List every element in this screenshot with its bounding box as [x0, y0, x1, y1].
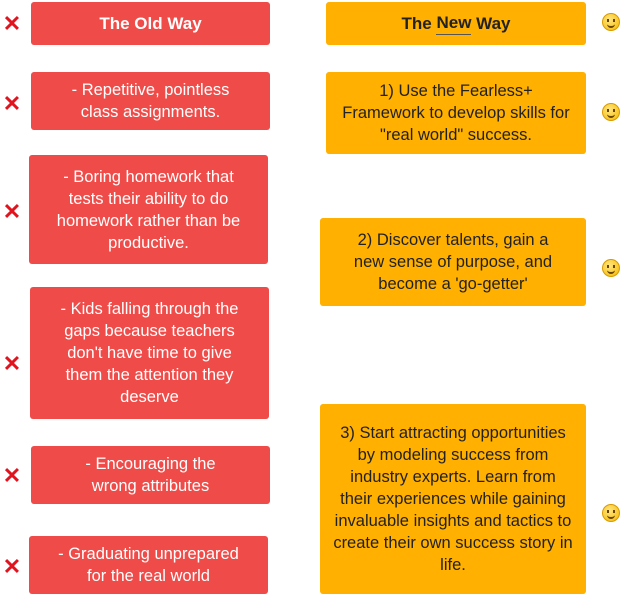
old-way-item: - Repetitive, pointless class assignment… [31, 72, 270, 130]
new-way-item: 3) Start attracting opportunities by mod… [320, 404, 586, 594]
smiley-icon [602, 103, 620, 121]
new-way-item: 1) Use the Fearless+ Framework to develo… [326, 72, 586, 154]
cross-mark-icon: ✕ [2, 199, 22, 224]
new-way-title-underlined: New [436, 12, 472, 35]
cross-mark-icon: ✕ [2, 554, 22, 579]
cross-mark-icon: ✕ [2, 91, 22, 116]
new-way-title-pre: The [401, 13, 437, 33]
old-way-header: The Old Way [31, 2, 270, 45]
old-way-item: - Kids falling through the gaps because … [30, 287, 269, 419]
old-way-item: - Graduating unprepared for the real wor… [29, 536, 268, 594]
new-way-item: 2) Discover talents, gain a new sense of… [320, 218, 586, 306]
old-way-item: - Encouraging the wrong attributes [31, 446, 270, 504]
new-way-title-post: Way [471, 13, 511, 33]
new-way-header: The New Way [326, 2, 586, 45]
smiley-icon [602, 259, 620, 277]
old-way-item: - Boring homework that tests their abili… [29, 155, 268, 264]
smiley-icon [602, 13, 620, 31]
cross-mark-icon: ✕ [2, 351, 22, 376]
cross-mark-icon: ✕ [2, 11, 22, 36]
cross-mark-icon: ✕ [2, 463, 22, 488]
smiley-icon [602, 504, 620, 522]
